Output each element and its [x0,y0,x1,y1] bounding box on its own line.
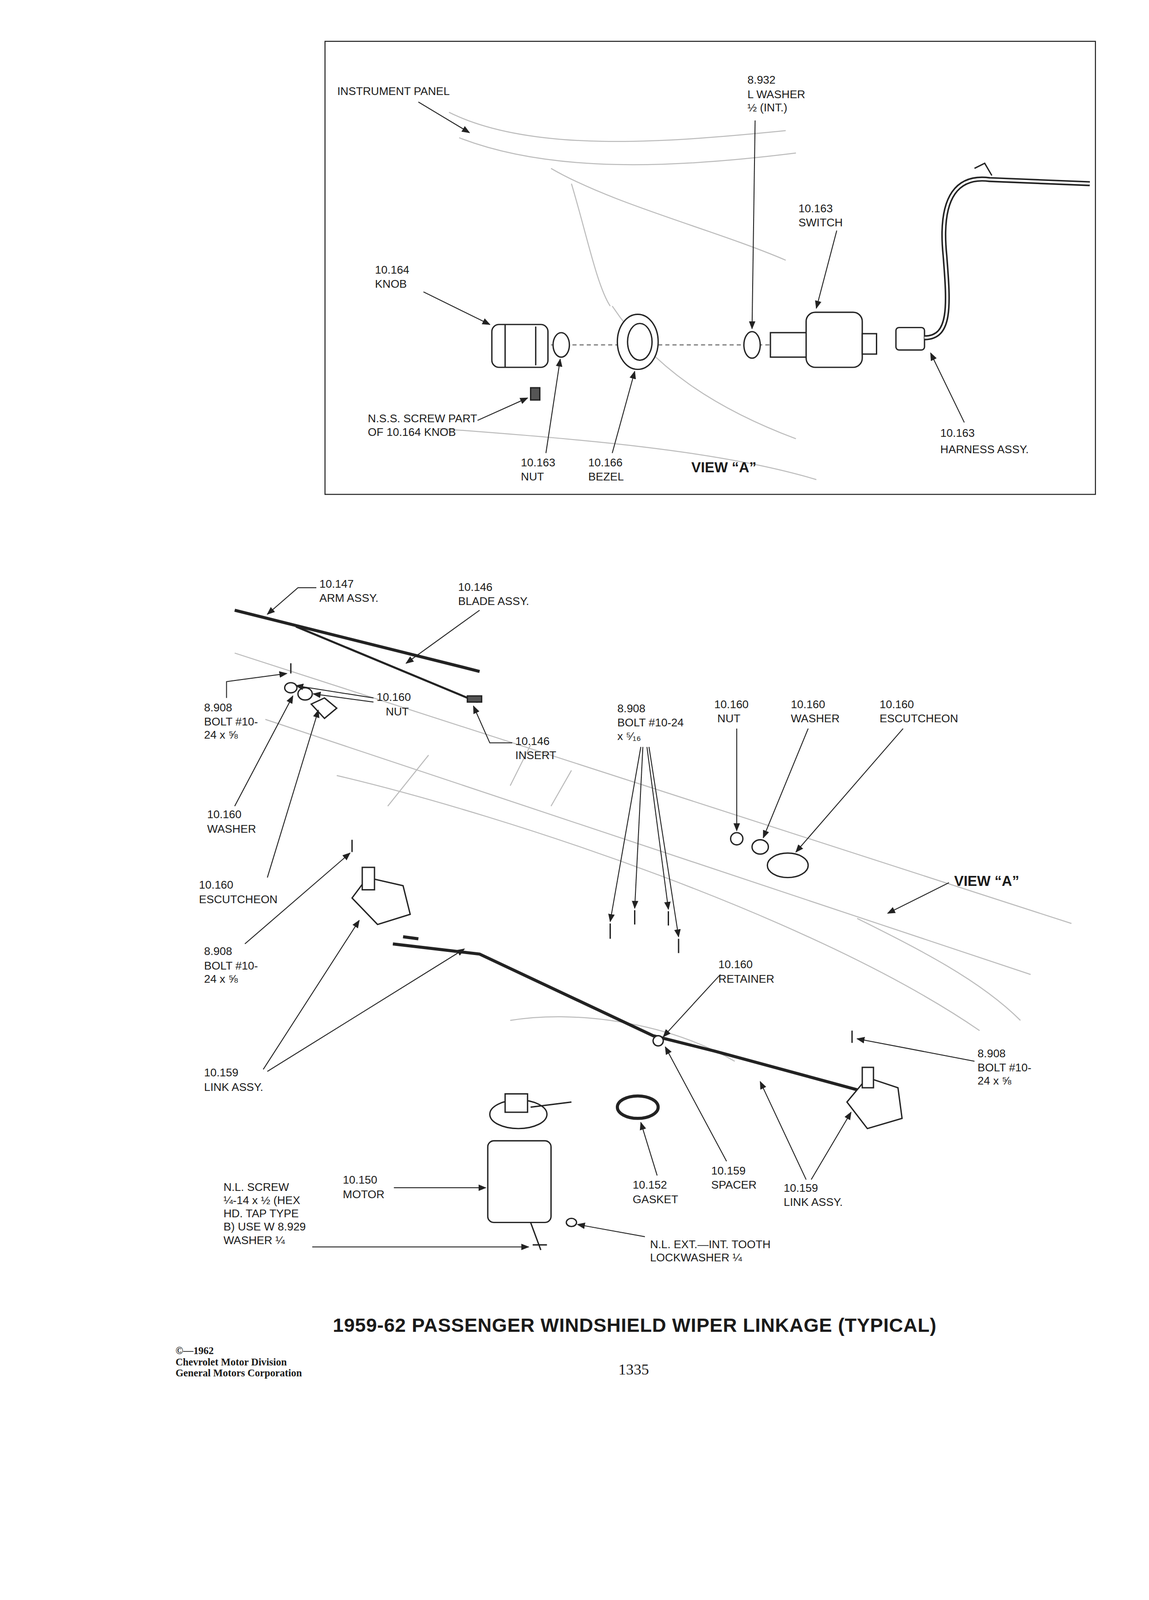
callout-label: 8.908 [204,700,233,715]
callout-label: 10.152 [632,1178,668,1192]
callout-label: N.L. EXT.—INT. TOOTH LOCKWASHER ¼ [649,1237,773,1264]
callout-label: ARM ASSY. [319,591,379,605]
cowl-outline [234,653,1072,1062]
callout-label: NUT [717,712,741,726]
callout-label: 10.150 [342,1173,378,1187]
callout-label: 10.160 [207,808,242,822]
callout-label: Chevrolet Motor Division [175,1355,287,1368]
part-label: BEZEL [588,469,624,484]
callout-label: 8.908 [977,1046,1006,1060]
callout-label: NUT [385,704,410,719]
callout-label: 10.160 [879,698,915,712]
callout-label: ESCUTCHEON [199,892,278,906]
callout-label: 10.159 [204,1066,239,1080]
callout-label: BOLT #10-24 x ⅝ [204,959,268,986]
callout-label: WASHER [790,712,840,726]
callout-label: ESCUTCHEON [879,712,959,726]
callout-label: LINK ASSY. [783,1195,843,1209]
callout-label: 10.159 [783,1181,819,1195]
callout-label: ©—1962 [175,1344,214,1357]
part-label: 10.163 [798,201,834,215]
callout-label: INSERT [515,749,557,763]
callout-label: 10.147 [319,577,355,591]
part-label: INSTRUMENT PANEL [337,84,450,98]
callout-label: BOLT #10-24 x ⅝ [977,1061,1041,1088]
callout-label: GASKET [632,1192,679,1206]
callout-label: N.L. SCREW ¼-14 x ½ (HEX HD. TAP TYPE B)… [223,1180,310,1247]
part-label: HARNESS ASSY. [940,442,1029,456]
part-label: N.S.S. SCREW PART OF 10.164 KNOB [367,411,480,439]
part-label: 8.932 [747,73,776,87]
part-label: 10.164 [374,262,410,276]
part-label: L WASHER ½ (INT.) [747,87,815,114]
callout-label: MOTOR [342,1187,385,1201]
part-label: VIEW “A” [691,458,757,475]
callout-label: BLADE ASSY. [458,594,530,609]
view-frame: INSTRUMENT PANEL 8.932L WASHER ½ (INT.) 10… [324,40,1096,495]
instrument-panel-outline [438,112,817,480]
part-label: SWITCH [798,215,843,230]
callout-label: LINK ASSY. [204,1080,264,1094]
callout-label: 10.160 [718,958,754,972]
callout-label: 1335 [618,1361,650,1379]
part-label: 10.163 [520,455,556,469]
callout-label: SPACER [711,1178,757,1192]
callout-label: 10.146 [515,734,550,748]
callout-label: 10.160 [790,698,826,712]
part-label: NUT [520,469,545,484]
switch-parts [491,163,1090,400]
callout-label: 10.146 [458,580,493,594]
callout-label: 10.159 [711,1163,746,1178]
callout-label: WASHER [207,822,256,836]
callout-label: 8.908 [204,944,233,959]
callout-label: 10.160 [714,698,750,712]
callout-label: General Motors Corporation [175,1367,302,1379]
diagram-title: 1959-62 PASSENGER WINDSHIELD WIPER LINKA… [252,1313,1018,1337]
callout-label: BOLT #10-24 x ⅝ [204,715,268,742]
linkage-parts [234,609,902,1250]
part-label: 10.166 [588,455,623,469]
callout-label: BOLT #10-24 x ⁵⁄₁₆ [617,716,689,743]
callout-label: RETAINER [718,972,775,986]
callout-label: VIEW “A” [954,872,1020,889]
callout-label: 10.160 [376,690,411,705]
callout-label: 10.160 [199,878,234,892]
part-label: 10.163 [940,425,975,440]
part-label: KNOB [374,276,407,290]
callout-label: 8.908 [617,701,646,715]
leader-lines [226,101,975,1247]
